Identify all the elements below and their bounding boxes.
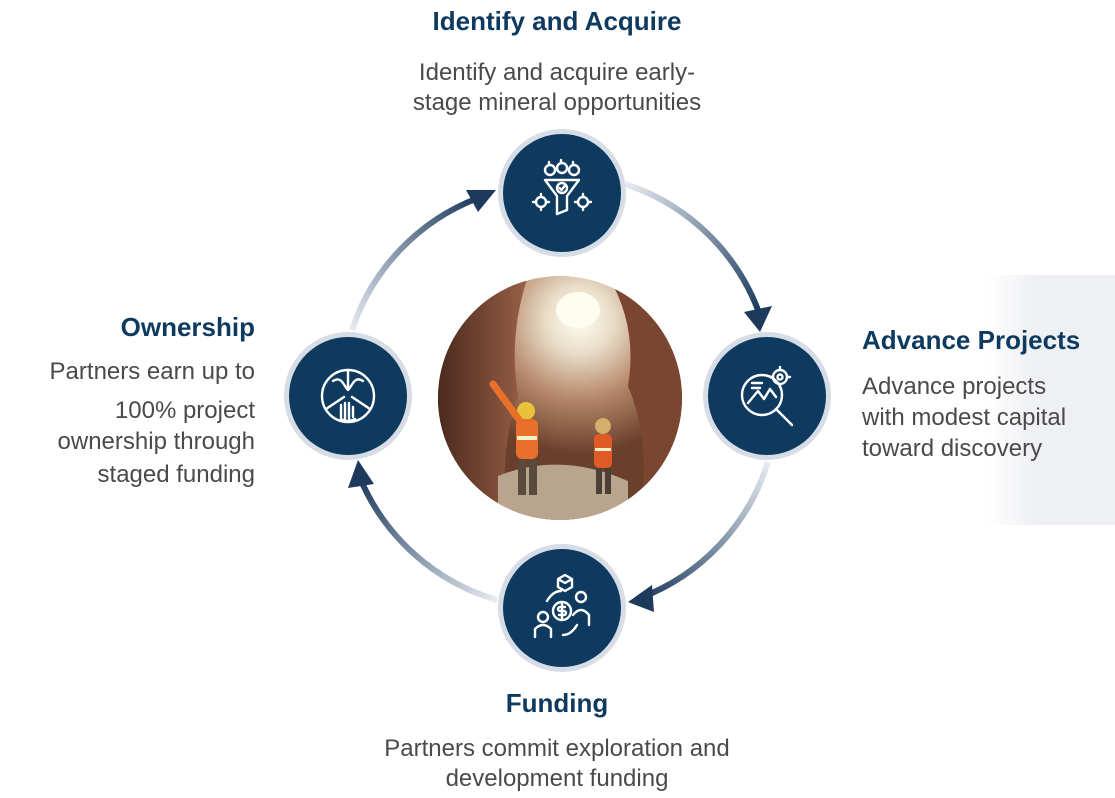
ownership-desc-line3: ownership through [57,428,255,455]
advance-desc-line2: with modest capital [862,404,1067,431]
arrow-advance-to-funding [638,461,771,601]
identify-desc-line1: Identify and acquire early- [418,59,696,86]
arrowhead-advance [744,306,772,332]
advance-desc-line1: Advance projects [862,373,1047,400]
partnership-hands-icon [320,368,376,424]
funding-desc-line2: development funding [445,765,669,792]
funnel-gears-icon [531,158,593,216]
arrow-ownership-to-identify [349,195,480,331]
arrow-funding-to-ownership [357,476,498,603]
arrowhead-funding [628,585,654,612]
arrow-identify-to-advance [624,181,761,312]
funding-title: Funding [505,688,609,718]
investors-dollar-icon [533,573,591,639]
arrowhead-ownership [348,460,374,488]
identify-title: Identify and Acquire [432,6,682,36]
mining-cave-photo [438,276,682,520]
node-identify [503,134,621,252]
center-photo [438,276,682,520]
ownership-title: Ownership [120,312,255,342]
ownership-desc-line1: Partners earn up to [49,358,255,385]
node-advance [708,337,826,455]
advance-title: Advance Projects [862,325,1081,355]
node-funding [503,549,621,667]
magnifier-analysis-icon [740,365,794,427]
identify-desc-line2: stage mineral opportunities [412,89,702,116]
advance-desc-line3: toward discovery [862,435,1043,462]
funding-desc-line1: Partners commit exploration and [384,735,730,762]
background-panel [985,275,1115,525]
ownership-desc-line4: staged funding [97,461,255,488]
node-ownership [289,337,407,455]
ownership-desc-line2: 100% project [114,397,255,424]
arrowhead-identify [466,190,496,212]
